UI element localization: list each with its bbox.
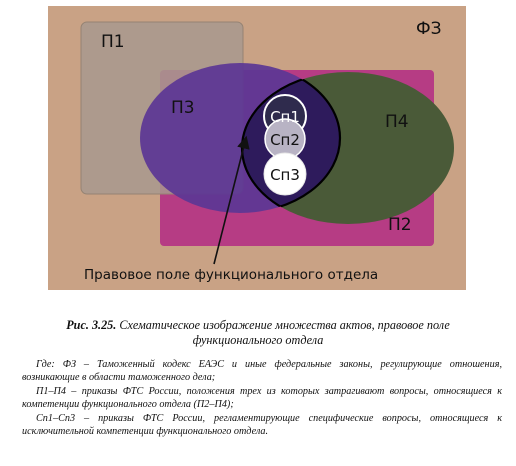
- label-sp1: Сп1: [270, 108, 300, 126]
- label-fz: ФЗ: [416, 19, 442, 39]
- set-sp3: [263, 152, 307, 196]
- caption-text: Схематическое изображение множества акто…: [119, 318, 450, 347]
- label-p4: П4: [385, 112, 409, 132]
- legend-line: П1–П4 – приказы ФТС России, положения тр…: [22, 385, 502, 411]
- figure-legend: Где: ФЗ – Таможенный кодекс ЕАЭС и иные …: [22, 358, 502, 438]
- label-sp2: Сп2: [270, 131, 300, 149]
- legend-line: Где: ФЗ – Таможенный кодекс ЕАЭС и иные …: [22, 359, 502, 384]
- figure-caption: Рис. 3.25. Схематическое изображение мно…: [20, 318, 496, 348]
- legend-line: Сп1–Сп3 – приказы ФТС России, регламенти…: [22, 412, 502, 438]
- venn-diagram: ФЗ П1 П3 П4 П2 Сп1 Сп2 Сп3 Правовое поле…: [48, 6, 466, 290]
- pointer-arrow: [213, 135, 250, 265]
- label-p1: П1: [101, 32, 125, 52]
- label-p2: П2: [388, 215, 412, 235]
- caption-number: Рис. 3.25.: [66, 318, 117, 332]
- label-sp3: Сп3: [270, 166, 300, 184]
- label-p3: П3: [171, 98, 195, 118]
- arrow-label: Правовое поле функционального отдела: [84, 267, 378, 283]
- intersection-outline: [242, 72, 342, 215]
